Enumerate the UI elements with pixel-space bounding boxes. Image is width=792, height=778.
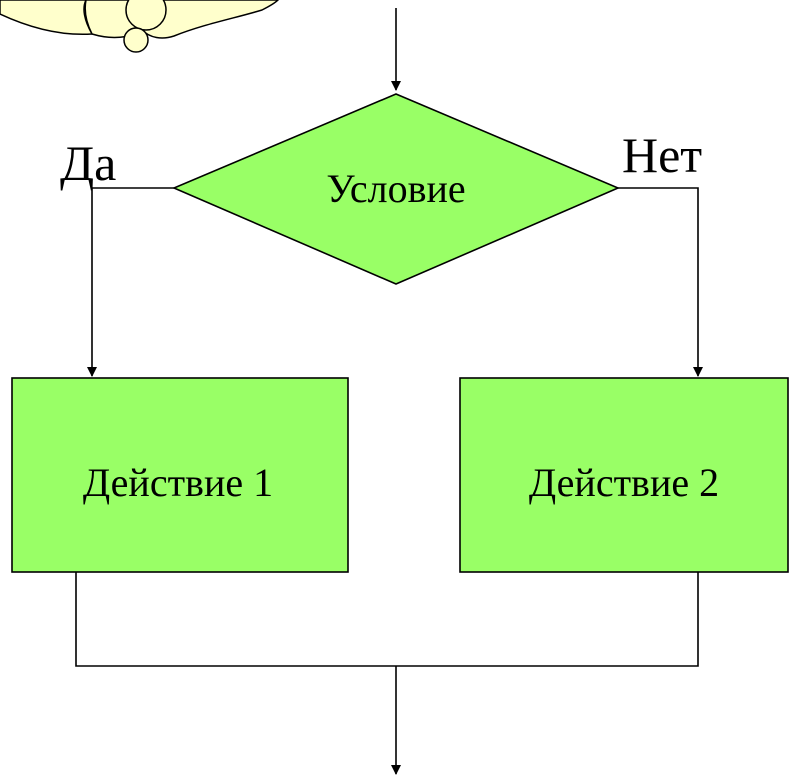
thought-cloud-bubble-large [125, 0, 167, 31]
action2-label: Действие 2 [529, 460, 719, 505]
condition-diamond [171, 93, 621, 285]
merge-line [75, 572, 699, 667]
action1-node: Действие 1 [11, 377, 349, 573]
yes-branch-arrow [87, 187, 174, 377]
no-label: Нет [622, 127, 702, 183]
connectors [75, 8, 703, 775]
action1-box [11, 377, 349, 573]
condition-label: Условие [326, 166, 465, 211]
thought-cloud-bubble-small [123, 27, 149, 53]
condition-node: Условие [171, 93, 621, 285]
thought-cloud [0, 0, 280, 53]
action2-node: Действие 2 [459, 377, 789, 573]
action1-label: Действие 1 [83, 460, 273, 505]
thought-cloud-puff [84, 0, 280, 39]
action2-box [459, 377, 789, 573]
thought-cloud-body [0, 0, 94, 36]
yes-label: Да [60, 135, 116, 191]
no-branch-arrow [618, 187, 703, 377]
